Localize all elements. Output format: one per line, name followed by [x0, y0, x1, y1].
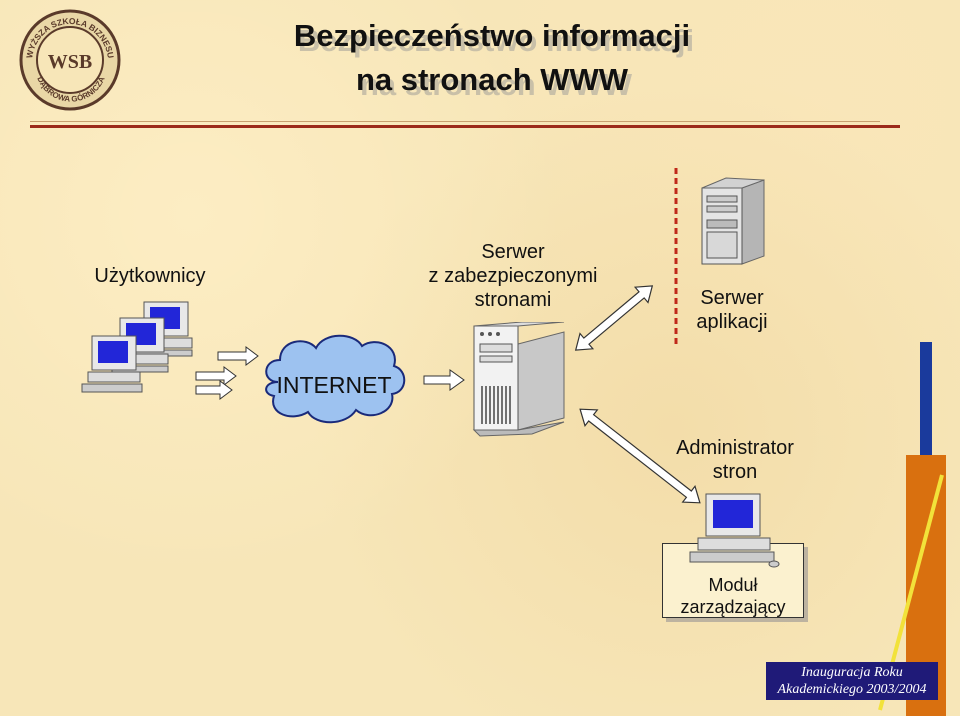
title-line-2: na stronach WWW	[355, 62, 629, 97]
admin-line-1: Administrator	[676, 437, 794, 459]
footer-line-2: Akademickiego 2003/2004	[777, 682, 927, 697]
app-server-label: Serwer aplikacji	[672, 286, 792, 334]
internet-to-server-arrow	[423, 369, 465, 391]
secure-server-line-2: z zabezpieczonymi	[428, 265, 598, 287]
admin-label: Administrator stron	[660, 436, 810, 484]
secure-server-line-3: stronami	[474, 289, 552, 311]
internet-label: INTERNET	[276, 372, 392, 398]
module-line-2: zarządzający	[680, 597, 786, 617]
secure-server-icon	[472, 322, 565, 437]
admin-line-2: stron	[712, 461, 758, 483]
footer-badge: Inauguracja Roku Akademickiego 2003/2004	[766, 662, 938, 700]
admin-computer-icon	[689, 493, 780, 568]
internet-cloud	[265, 334, 406, 424]
logo-mark: WSB	[48, 51, 92, 73]
server-admin-double-arrow	[579, 408, 701, 504]
title-rule-thin	[30, 121, 880, 122]
separator-dashed	[674, 168, 678, 348]
users-to-internet-arrows	[195, 346, 259, 400]
title-rule	[30, 125, 900, 128]
module-line-1: Moduł	[708, 575, 758, 595]
server-app-double-arrow	[574, 285, 654, 351]
users-label: Użytkownicy	[94, 265, 206, 287]
app-server-line-1: Serwer	[700, 287, 764, 309]
app-server-line-2: aplikacji	[696, 311, 768, 333]
user-computers-icon	[81, 301, 193, 393]
page-title: Bezpieczeństwo informacji na stronach WW…	[262, 14, 722, 102]
secure-server-line-1: Serwer	[481, 241, 545, 263]
app-server-icon	[701, 177, 765, 265]
secure-server-label: Serwer z zabezpieczonymi stronami	[418, 240, 608, 312]
school-logo: WYŻSZA SZKOŁA BIZNESU DĄBROWA GÓRNICZA W…	[19, 9, 121, 111]
title-line-1: Bezpieczeństwo informacji	[293, 18, 691, 53]
footer-line-1: Inauguracja Roku	[801, 665, 903, 680]
